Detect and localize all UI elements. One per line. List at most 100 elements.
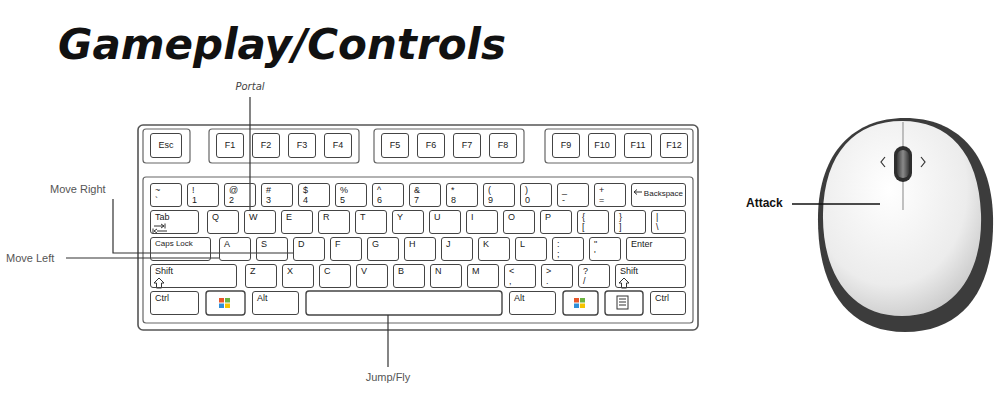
key-cap: !1 bbox=[187, 183, 219, 207]
key-label: 9 bbox=[488, 195, 510, 205]
key-label: H bbox=[409, 239, 431, 249]
key-label: G bbox=[372, 239, 394, 249]
key-cap: #3 bbox=[261, 183, 293, 207]
key-label: Shift bbox=[620, 266, 681, 276]
key-label: " bbox=[594, 239, 616, 249]
key-cap: "' bbox=[589, 237, 621, 261]
callout-label: Move Left bbox=[6, 252, 54, 265]
key-label: C bbox=[324, 266, 346, 276]
key-cap: F8 bbox=[489, 133, 517, 158]
leader-line bbox=[792, 203, 880, 204]
scroll-wheel bbox=[894, 146, 912, 182]
key-label: F12 bbox=[665, 140, 683, 150]
key-label: . bbox=[546, 276, 568, 286]
key-cap: P bbox=[540, 210, 572, 234]
callout-label: Move Right bbox=[50, 183, 106, 196]
key-label: [ bbox=[582, 222, 604, 232]
key-cap: (9 bbox=[483, 183, 515, 207]
key-label: Ctrl bbox=[155, 293, 194, 303]
key-label: 0 bbox=[525, 195, 547, 205]
key-label: D bbox=[298, 239, 320, 249]
key-label: F4 bbox=[329, 140, 347, 150]
key-label: L bbox=[520, 239, 542, 249]
key-label: Alt bbox=[514, 293, 551, 303]
key-label: Caps Lock bbox=[155, 239, 206, 249]
key-label: Tab bbox=[155, 212, 194, 222]
key-cap: F7 bbox=[453, 133, 481, 158]
space-bar bbox=[306, 291, 502, 315]
mouse-body bbox=[818, 118, 993, 332]
key-cap: :; bbox=[552, 237, 584, 261]
key-label: Q bbox=[212, 212, 234, 222]
key-label: _ bbox=[562, 185, 584, 195]
shift-arrow bbox=[154, 278, 164, 288]
key-cap: @2 bbox=[224, 183, 256, 207]
key-label: \ bbox=[656, 222, 681, 232]
windows-key bbox=[563, 291, 598, 315]
key-label: } bbox=[619, 212, 641, 222]
leader-line bbox=[387, 315, 388, 367]
key-label: F9 bbox=[557, 140, 575, 150]
key-label: ; bbox=[557, 249, 579, 259]
key-label: { bbox=[582, 212, 604, 222]
key-cap: Shift bbox=[615, 264, 686, 288]
key-cap: D bbox=[293, 237, 325, 261]
tab-arrows bbox=[153, 224, 167, 234]
key-cap: V bbox=[356, 264, 388, 288]
key-label: & bbox=[414, 185, 436, 195]
key-group bbox=[545, 129, 693, 163]
key-cap: Tab bbox=[150, 210, 199, 234]
key-cap: F6 bbox=[417, 133, 445, 158]
key-cap: U bbox=[429, 210, 461, 234]
key-cap: |\ bbox=[651, 210, 686, 234]
key-cap: Esc bbox=[150, 133, 182, 158]
key-cap: F9 bbox=[552, 133, 580, 158]
key-cap: F1 bbox=[216, 133, 244, 158]
key-label: Enter bbox=[631, 239, 681, 249]
windows-key bbox=[206, 291, 245, 315]
key-label: % bbox=[340, 185, 362, 195]
key-label: : bbox=[557, 239, 579, 249]
key-label: F1 bbox=[221, 140, 239, 150]
key-group bbox=[209, 129, 359, 163]
key-label: 6 bbox=[377, 195, 399, 205]
key-cap: M bbox=[467, 264, 499, 288]
key-cap: Shift bbox=[150, 264, 237, 288]
key-label: > bbox=[546, 266, 568, 276]
scroll-wheel bbox=[897, 150, 909, 178]
key-cap: O bbox=[503, 210, 535, 234]
key-label: O bbox=[508, 212, 530, 222]
key-label: F7 bbox=[458, 140, 476, 150]
key-cap: Alt bbox=[509, 291, 556, 315]
leader-line bbox=[113, 199, 293, 253]
key-cap: Ctrl bbox=[150, 291, 199, 315]
key-cap: F3 bbox=[288, 133, 316, 158]
key-cap: Caps Lock bbox=[150, 237, 211, 261]
key-label: F bbox=[335, 239, 357, 249]
windows-logo bbox=[574, 298, 585, 308]
key-label: Y bbox=[397, 212, 419, 222]
page-title: Gameplay/Controls bbox=[58, 20, 506, 70]
key-label: ( bbox=[488, 185, 510, 195]
key-cap: ^6 bbox=[372, 183, 404, 207]
keyboard-housing bbox=[138, 125, 698, 330]
key-cap: J bbox=[441, 237, 473, 261]
key-cap: Alt bbox=[252, 291, 299, 315]
key-label: W bbox=[249, 212, 271, 222]
key-label: | bbox=[656, 212, 681, 222]
key-cap: F2 bbox=[252, 133, 280, 158]
key-cap: E bbox=[281, 210, 313, 234]
scroll-chevrons bbox=[881, 157, 925, 167]
key-cap: >. bbox=[541, 264, 573, 288]
key-cap: F5 bbox=[381, 133, 409, 158]
key-label: 8 bbox=[451, 195, 473, 205]
callout-label: Jump/Fly bbox=[366, 371, 411, 384]
key-cap: }] bbox=[614, 210, 646, 234]
key-cap: A bbox=[219, 237, 251, 261]
key-cap: ?/ bbox=[578, 264, 610, 288]
key-cap: %5 bbox=[335, 183, 367, 207]
key-cap: F bbox=[330, 237, 362, 261]
key-label: R bbox=[323, 212, 345, 222]
key-cap: F4 bbox=[324, 133, 352, 158]
key-label: @ bbox=[229, 185, 251, 195]
